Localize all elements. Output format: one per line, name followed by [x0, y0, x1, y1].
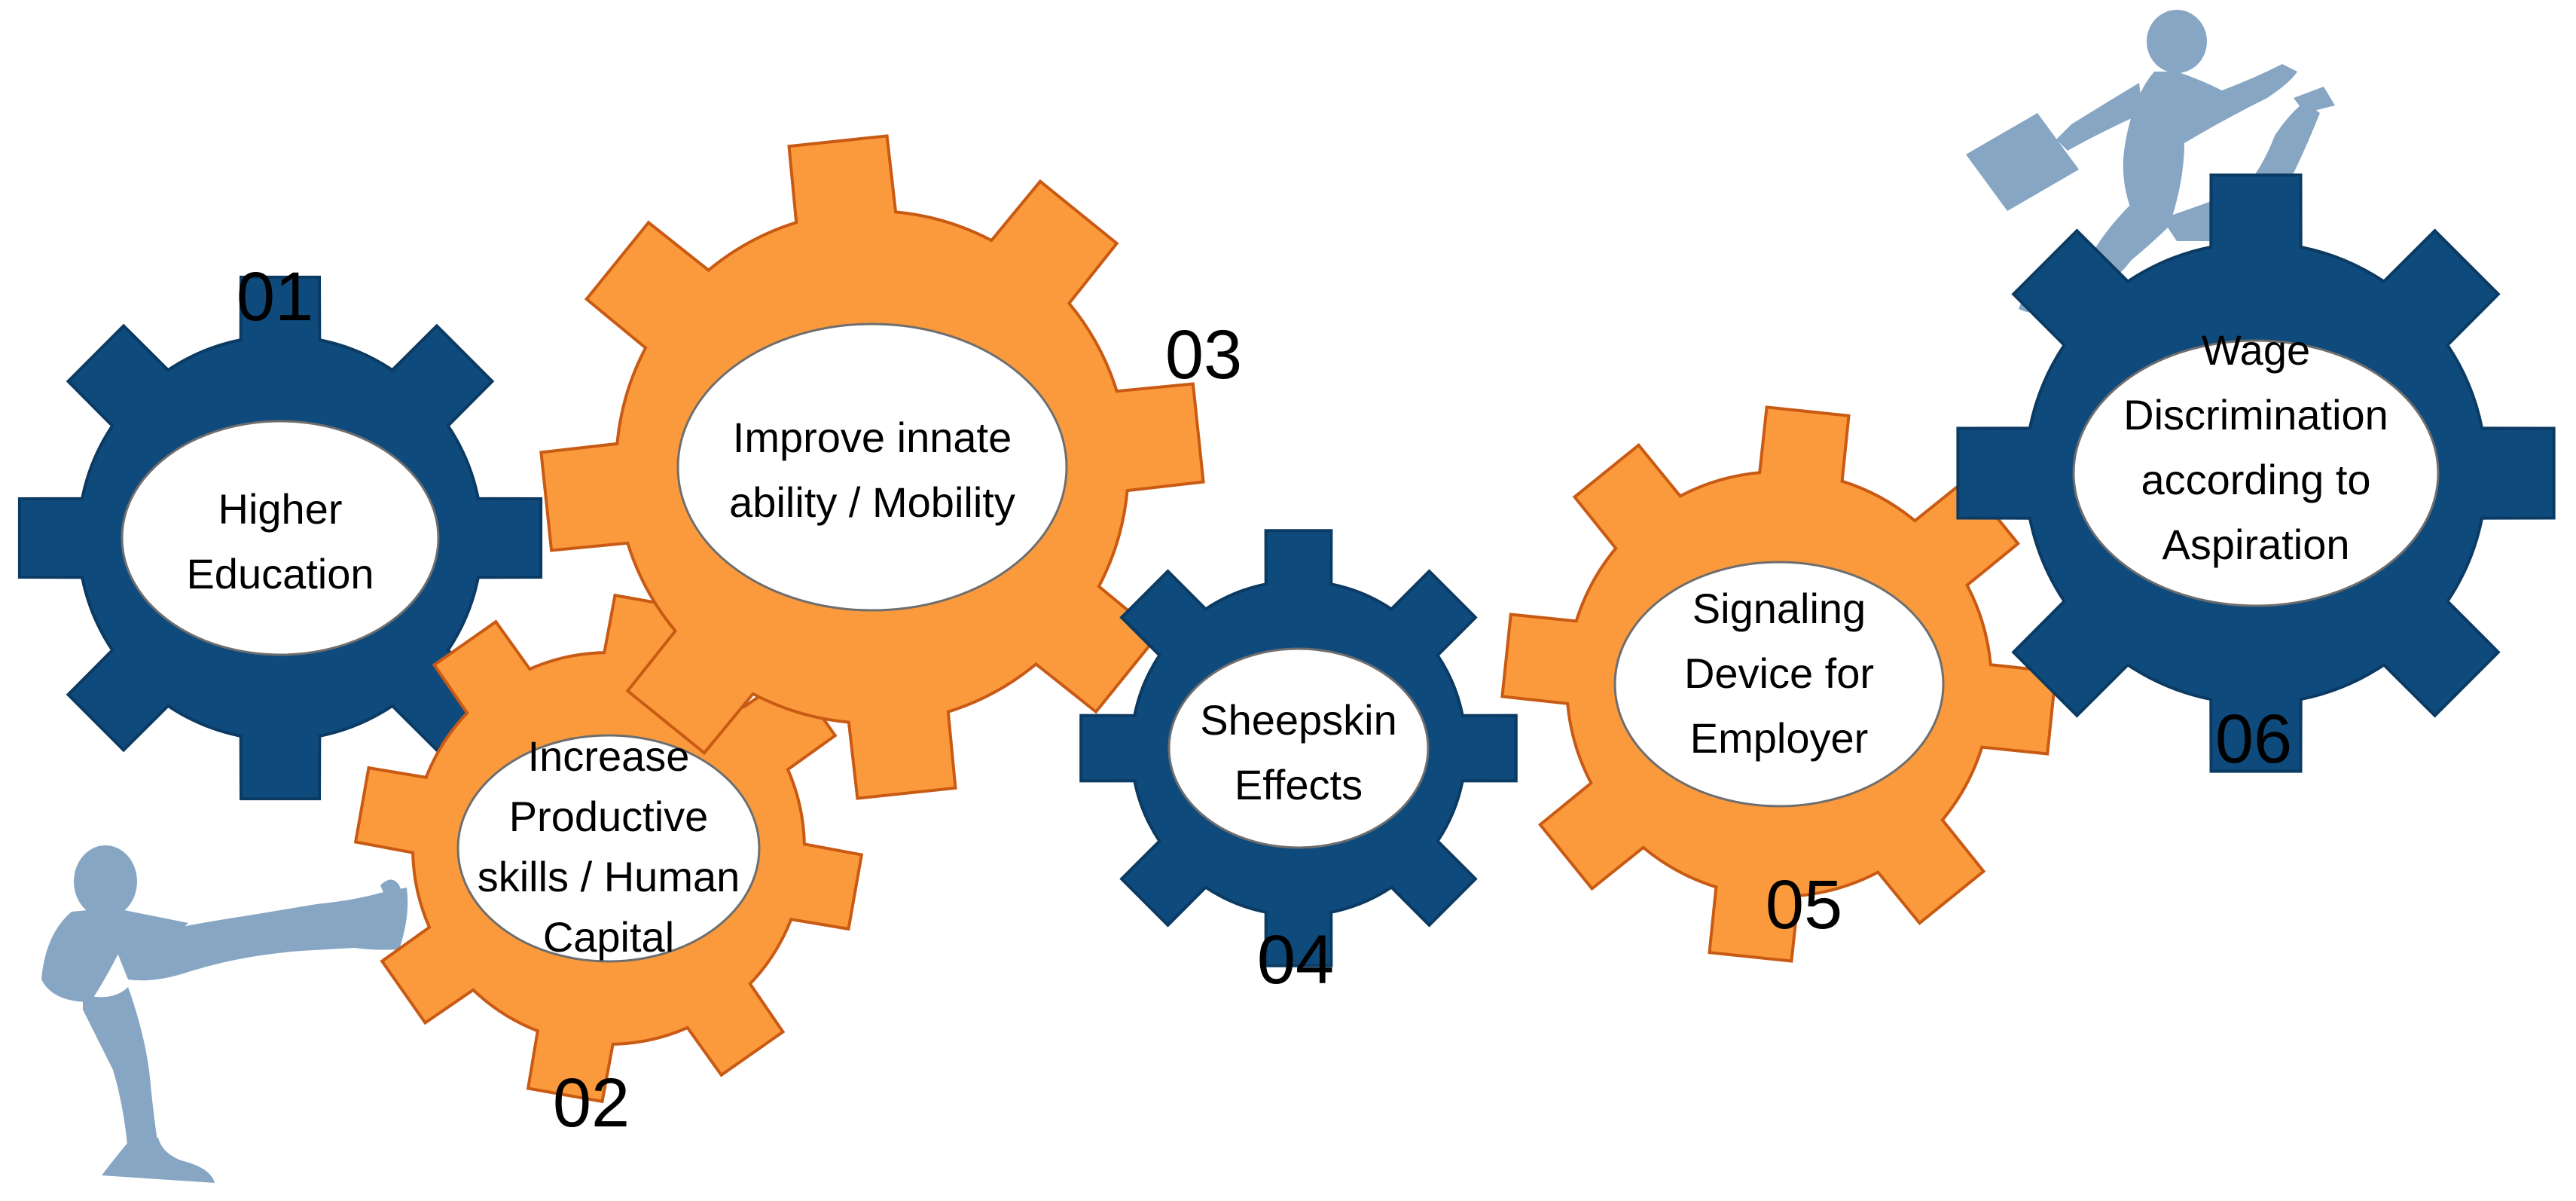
gear-label-line: Device for: [1684, 649, 1874, 697]
gear-label-line: skills / Human: [478, 853, 740, 900]
gear-label-line: Discrimination: [2123, 391, 2388, 439]
gear-label-line: Wage: [2202, 326, 2310, 374]
gear-label-line: ability / Mobility: [729, 478, 1015, 526]
gear-hub: [456, 734, 761, 963]
gear-label-line: Sheepskin: [1200, 696, 1397, 744]
gear-hub: [1613, 561, 1945, 808]
gear-hub: [1167, 647, 1430, 849]
gear-label-line: Increase: [528, 732, 690, 780]
gear-label-line: Productive: [509, 793, 709, 840]
gear-step-03: Improve innate ability / Mobility: [539, 134, 1205, 800]
gear-label-line: Improve innate: [733, 414, 1012, 461]
gear-label-line: Effects: [1235, 761, 1363, 808]
step-number-04: 04: [1257, 921, 1334, 998]
gear-label-line: Aspiration: [2162, 521, 2349, 568]
step-number-02: 02: [553, 1065, 630, 1141]
step-number-01: 01: [237, 258, 313, 335]
gear-label-line: according to: [2141, 456, 2370, 503]
kicking-person-icon: [41, 845, 408, 1183]
gear-label-line: Employer: [1690, 714, 1869, 762]
gear-hub: [2072, 339, 2440, 607]
step-number-05: 05: [1766, 866, 1842, 943]
gear-label-line: Signaling: [1692, 585, 1866, 632]
gear-label-line: Capital: [543, 913, 674, 961]
gear-hub: [121, 420, 440, 656]
gear-hub: [676, 322, 1068, 612]
step-number-06: 06: [2215, 701, 2292, 778]
gear-label-line: Education: [186, 550, 374, 597]
gear-label-line: Higher: [218, 485, 343, 533]
step-number-03: 03: [1165, 316, 1242, 393]
step-numbers-layer: 01 02 03 04 05 06: [237, 258, 2292, 1141]
